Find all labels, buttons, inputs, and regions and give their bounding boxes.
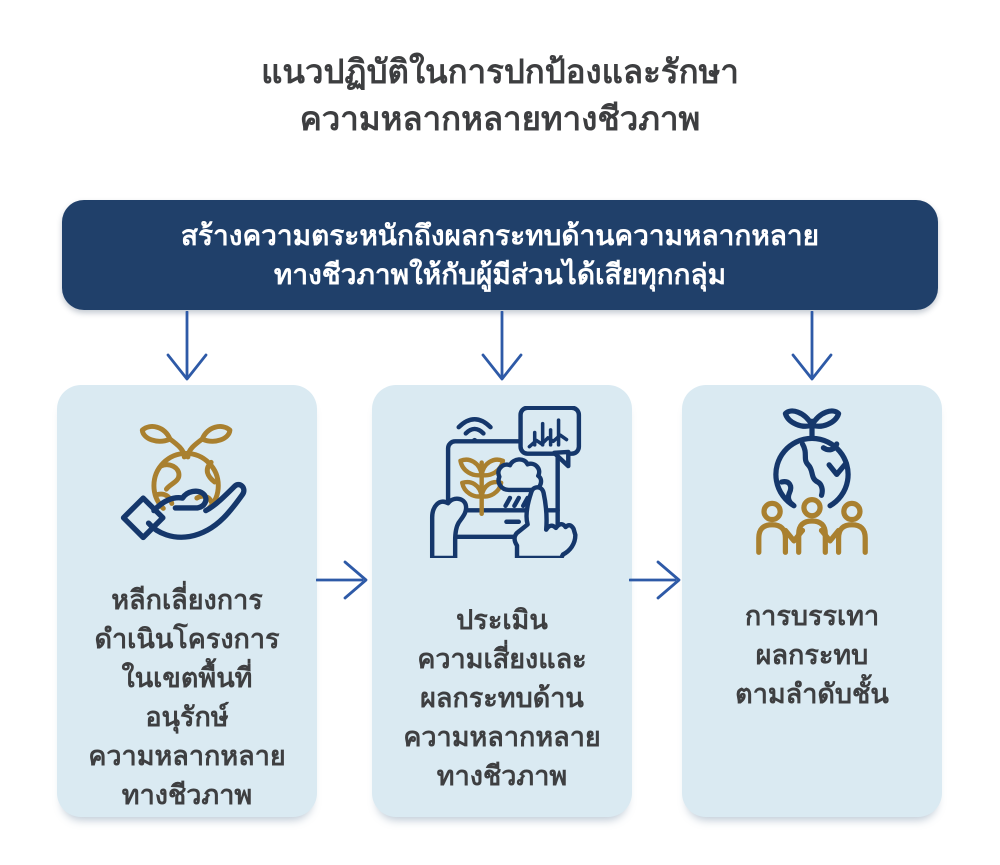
tablet-biodiversity-assessment-icon (418, 401, 586, 563)
awareness-banner-line2: ทางชีวภาพให้กับผู้มีส่วนได้เสียทุกกลุ่ม (273, 259, 727, 290)
card-text-line: ผลกระทบด้าน (420, 683, 584, 713)
card-mitigation-hierarchy: การบรรเทา ผลกระทบ ตามลำดับชั้น (682, 385, 942, 817)
down-arrow-icon (791, 311, 833, 381)
right-arrow-icon (316, 560, 368, 600)
down-arrow-icon (481, 311, 523, 381)
down-arrow-icon (166, 311, 208, 381)
card-text-line: การบรรเทา (744, 601, 880, 631)
card-text-line: ในเขตพื้นที่ (121, 663, 253, 693)
card-text-line: อนุรักษ์ (145, 702, 229, 732)
card-assess-risk-label: ประเมิน ความเสี่ยงและ ผลกระทบด้าน ความหล… (403, 601, 600, 796)
card-text-line: ประเมิน (456, 605, 548, 635)
page-title: แนวปฏิบัติในการปกป้องและรักษา ความหลากหล… (0, 48, 1000, 142)
right-arrow-icon (629, 560, 681, 600)
page-title-line1: แนวปฏิบัติในการปกป้องและรักษา (261, 53, 739, 90)
card-text-line: ดำเนินโครงการ (94, 624, 280, 654)
card-text-line: ตามลำดับชั้น (735, 679, 889, 709)
awareness-banner: สร้างความตระหนักถึงผลกระทบด้านความหลากหล… (62, 200, 938, 310)
card-assess-risk: ประเมิน ความเสี่ยงและ ผลกระทบด้าน ความหล… (372, 385, 632, 817)
card-avoid-projects-label: หลีกเลี่ยงการ ดำเนินโครงการ ในเขตพื้นที่… (88, 581, 285, 815)
card-avoid-projects: หลีกเลี่ยงการ ดำเนินโครงการ ในเขตพื้นที่… (57, 385, 317, 817)
community-globe-sprout-icon (736, 401, 888, 563)
card-text-line: ผลกระทบ (755, 640, 869, 670)
awareness-banner-line1: สร้างความตระหนักถึงผลกระทบด้านความหลากหล… (180, 220, 820, 251)
card-text-line: ทางชีวภาพ (436, 761, 568, 791)
card-mitigation-hierarchy-label: การบรรเทา ผลกระทบ ตามลำดับชั้น (735, 597, 889, 714)
page-title-line2: ความหลากหลายทางชีวภาพ (299, 100, 701, 137)
card-text-line: ความเสี่ยงและ (417, 644, 587, 674)
card-text-line: ทางชีวภาพ (121, 780, 253, 810)
card-text-line: ความหลากหลาย (88, 741, 286, 771)
card-text-line: หลีกเลี่ยงการ (111, 585, 263, 615)
card-text-line: ความหลากหลาย (403, 722, 601, 752)
hand-holding-globe-sprout-icon (111, 401, 263, 563)
